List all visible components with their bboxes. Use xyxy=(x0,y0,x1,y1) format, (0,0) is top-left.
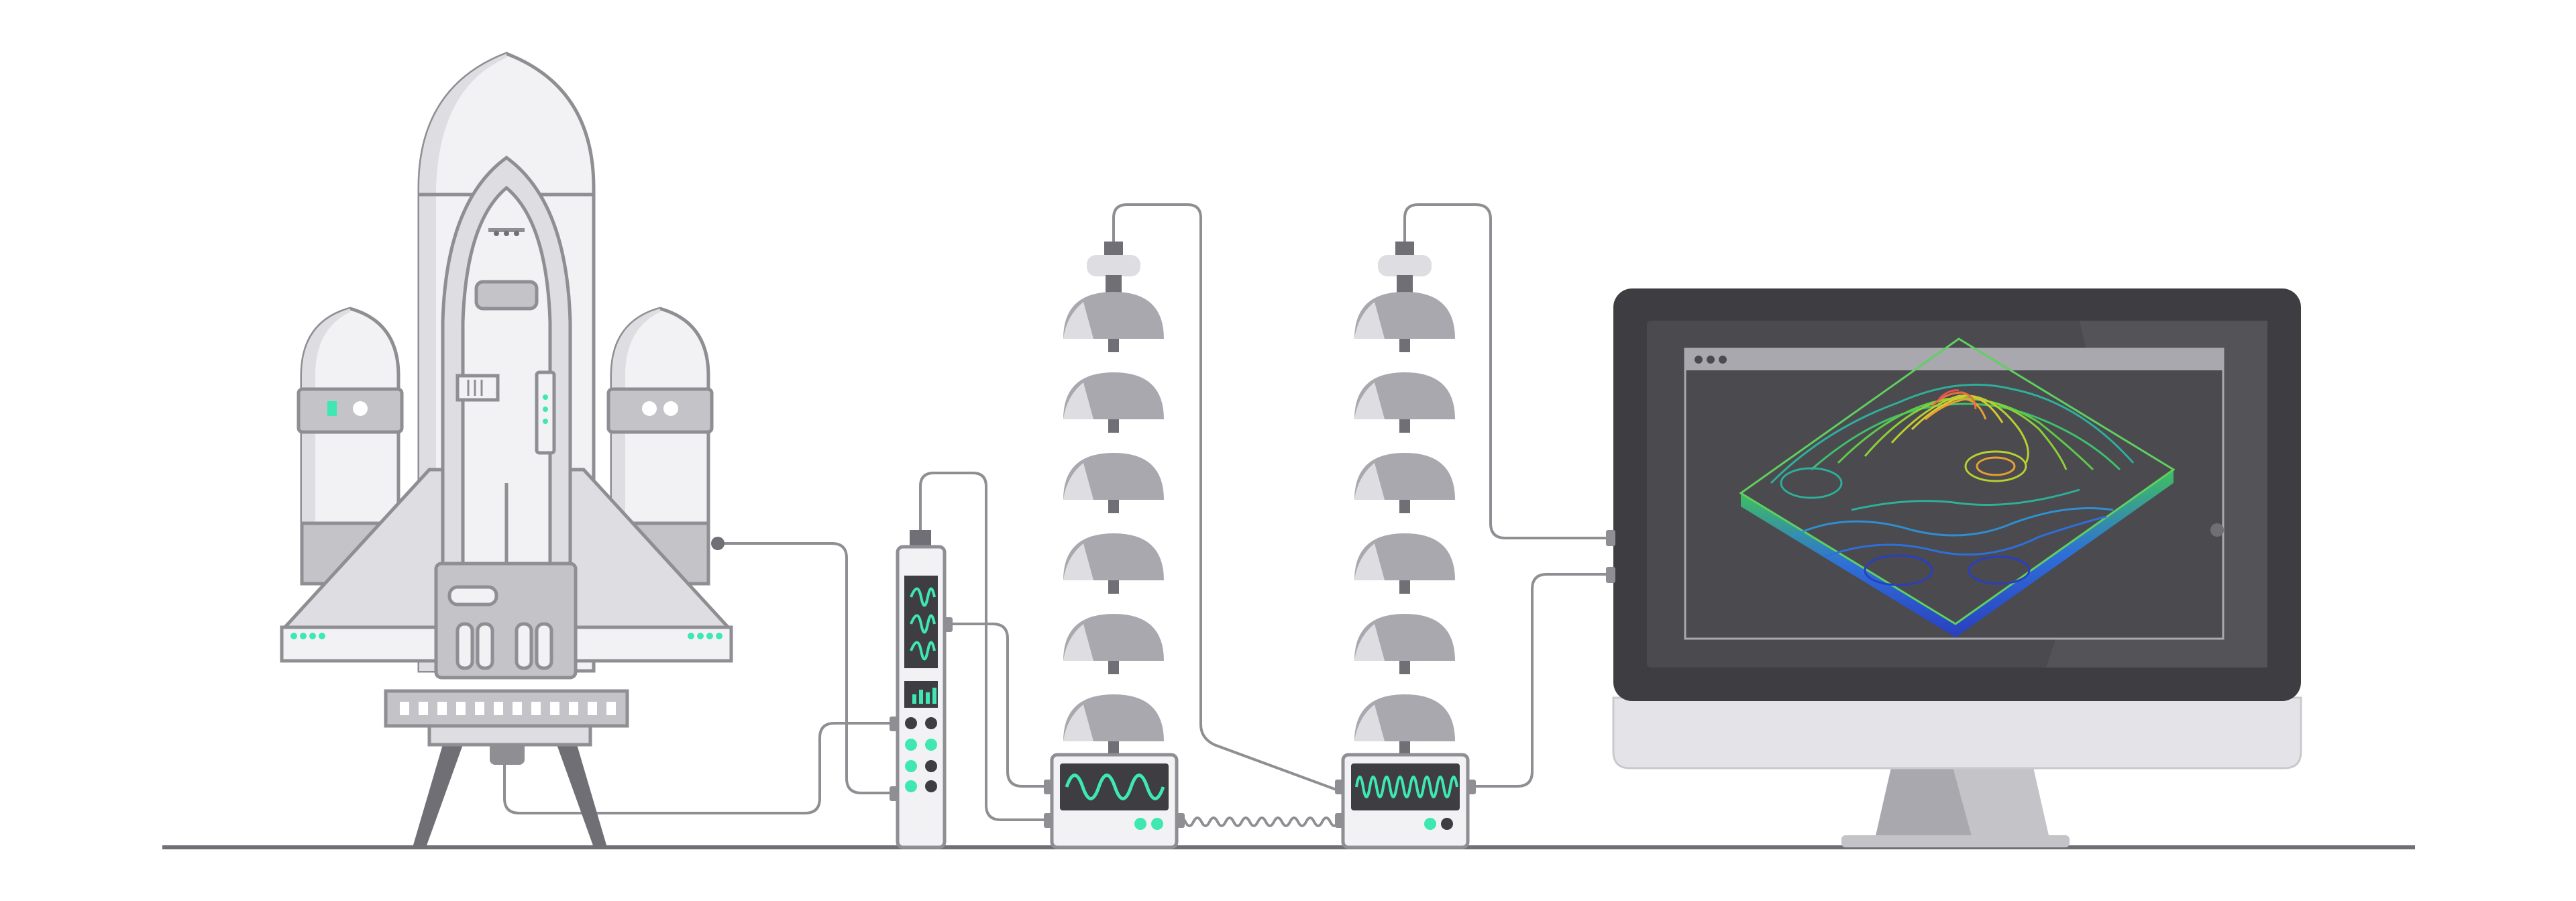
monitor-chin xyxy=(1612,696,2302,770)
rocket-icon xyxy=(280,52,733,847)
wires xyxy=(503,203,1610,827)
launch-leg-right xyxy=(557,745,607,847)
capacitor-column-icon xyxy=(1063,242,1455,756)
signal-tower-icon xyxy=(890,530,953,849)
topographic-surface-icon xyxy=(1739,337,2176,637)
launch-leg-left xyxy=(413,745,463,847)
coil-cable xyxy=(1176,816,1340,827)
oscilloscope-icon xyxy=(1044,753,1476,849)
window-titlebar xyxy=(1685,349,2223,370)
monitor-icon xyxy=(1606,288,2302,847)
